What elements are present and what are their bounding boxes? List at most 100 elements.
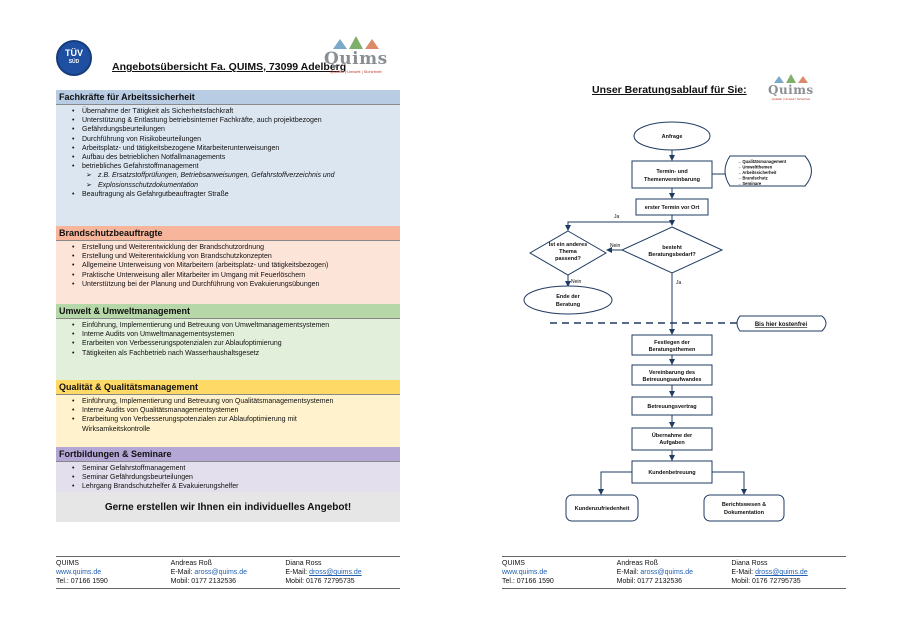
consulting-flowchart: Anfrage Termin- und Themenvereinbarung e…: [523, 121, 827, 522]
step-label: Aufgaben: [659, 440, 685, 446]
list-item: Interne Audits von Umweltmanagementsyste…: [72, 330, 396, 339]
end-label-2: Beratung: [556, 302, 580, 308]
outcome-left-label: Kundenzufriedenheit: [575, 506, 630, 512]
sub-list-item: z.B. Ersatzstoffprüfungen, Betriebsanwei…: [72, 171, 396, 180]
theme-item: → Arbeitssicherheit: [737, 170, 777, 175]
no-label: Nein: [610, 243, 621, 249]
contact-name: Diana Ross: [285, 560, 322, 567]
list-item: Unterstützung bei der Planung und Durchf…: [72, 280, 396, 289]
theme-item: → Umweltthemen: [737, 165, 773, 170]
list-item: Übernahme der Tätigkeit als Sicherheitsf…: [72, 107, 396, 116]
step-label: Betreuungsaufwandes: [643, 377, 702, 383]
outcome-right-label-1: Berichtswesen &: [722, 502, 766, 508]
appointment-label-1: Termin- und: [656, 169, 687, 175]
list-item: Interne Audits von Qualitätsmanagementsy…: [72, 406, 396, 415]
theme-item: → Brandschutz: [737, 176, 768, 181]
section-heading: Umwelt & Umweltmanagement: [56, 304, 400, 319]
list-item: Praktische Unterweisung aller Mitarbeite…: [72, 271, 396, 280]
list-item: Gefährdungsbeurteilungen: [72, 125, 396, 134]
email-link[interactable]: dross@quims.de: [755, 569, 808, 576]
free-label: Bis hier kostenfrei: [755, 322, 808, 328]
section-heading: Qualität & Qualitätsmanagement: [56, 380, 400, 395]
step-label: Betreuungsvertrag: [647, 404, 696, 410]
closing-statement: Gerne erstellen wir Ihnen ein individuel…: [56, 492, 400, 522]
list-item: betriebliches Gefahrstoffmanagement: [72, 162, 396, 171]
website-link[interactable]: www.quims.de: [56, 569, 102, 576]
decision-other-label-1: Ist ein anderes: [549, 242, 588, 248]
list-item: Allgemeine Unterweisung von Mitarbeitern…: [72, 261, 396, 270]
email-link[interactable]: aross@quims.de: [640, 569, 694, 576]
decision-other-label-3: passend?: [555, 256, 581, 262]
section-heading: Brandschutzbeauftragte: [56, 226, 400, 241]
email-label: E-Mail:: [285, 569, 308, 576]
mobile: Mobil: 0176 72795735: [731, 578, 801, 585]
list-item: Erarbeiten von Verbesserungspotenzialen …: [72, 339, 396, 348]
theme-item: → Seminare: [737, 181, 762, 186]
section-list: Übernahme der Tätigkeit als Sicherheitsf…: [56, 105, 400, 226]
yes-label: Ja: [614, 214, 620, 220]
contact-name: Andreas Roß: [616, 560, 658, 567]
phone: Tel.: 07166 1590: [56, 578, 108, 585]
website-link[interactable]: www.quims.de: [502, 569, 548, 576]
theme-item: → Qualitätsmanagement: [737, 159, 787, 164]
contact-footer-right: QUIMS www.quims.de Tel.: 07166 1590 Andr…: [502, 556, 846, 589]
list-item: Einführung, Implementierung und Betreuun…: [72, 321, 396, 330]
appointment-node: [631, 160, 713, 189]
email-label: E-Mail:: [731, 569, 754, 576]
process-title: Unser Beratungsablauf für Sie:: [592, 84, 747, 96]
email-link[interactable]: aross@quims.de: [194, 569, 248, 576]
list-item: Erstellung und Weiterentwicklung der Bra…: [72, 243, 396, 252]
mobile: Mobil: 0177 2132536: [616, 578, 683, 585]
step-label: Festlegen der: [654, 340, 691, 346]
list-item: Einführung, Implementierung und Betreuun…: [72, 397, 396, 406]
end-node: [523, 285, 613, 315]
step-label: Kundenbetreuung: [648, 470, 695, 476]
section-heading: Fortbildungen & Seminare: [56, 447, 400, 462]
list-item: Unterstützung & Entlastung betriebsinter…: [72, 116, 396, 125]
list-item: Tätigkeiten als Fachbetrieb nach Wasserh…: [72, 349, 396, 358]
step-label: Vereinbarung des: [649, 370, 695, 376]
email-label: E-Mail:: [170, 569, 193, 576]
start-label: Anfrage: [662, 134, 683, 140]
email-label: E-Mail:: [616, 569, 639, 576]
list-item: Aufbau des betrieblichen Notfallmanageme…: [72, 153, 396, 162]
section-list: Einführung, Implementierung und Betreuun…: [56, 395, 400, 447]
themes-callout: [724, 155, 812, 187]
first-meeting-label: erster Termin vor Ort: [645, 205, 700, 211]
list-item: Erstellung und Weiterentwicklung von Bra…: [72, 252, 396, 261]
list-item: Seminar Gefährdungsbeurteilungen: [72, 473, 396, 482]
sub-list-item-cont: Explosionsschutzdokumentation: [72, 181, 396, 190]
contact-name: Andreas Roß: [170, 560, 212, 567]
list-item: Arbeitsplatz- und tätigkeitsbezogene Mit…: [72, 144, 396, 153]
company-name: QUIMS: [502, 560, 525, 567]
appointment-label-2: Themenvereinbarung: [644, 177, 700, 183]
quims-logo: Quims Qualität | Umwelt | Sicherheit: [768, 74, 814, 101]
list-item-cont: Wirksamkeitskontrolle: [82, 425, 151, 433]
decision-need-label-1: besteht: [662, 245, 682, 251]
offer-title: Angebotsübersicht Fa. QUIMS, 73099 Adelb…: [112, 61, 347, 73]
decision-other-label-2: Thema: [559, 249, 578, 255]
end-label-1: Ende der: [556, 294, 580, 300]
list-item: Durchführung von Risikobeurteilungen: [72, 135, 396, 144]
list-item: Seminar Gefahrstoffmanagement: [72, 464, 396, 473]
mobile: Mobil: 0177 2132536: [170, 578, 237, 585]
list-item: Lehrgang Brandschutzhelfer & Evakuierung…: [72, 482, 396, 491]
phone: Tel.: 07166 1590: [502, 578, 554, 585]
contact-footer-left: QUIMS www.quims.de Tel.: 07166 1590 Andr…: [56, 556, 400, 589]
decision-need-label-2: Beratungsbedarf?: [648, 252, 696, 258]
section-heading: Fachkräfte für Arbeitssicherheit: [56, 90, 400, 105]
list-item: Erarbeitung von Verbesserungspotenzialen…: [72, 415, 396, 424]
step-label: Übernahme der: [652, 432, 693, 439]
email-link[interactable]: dross@quims.de: [309, 569, 362, 576]
yes-label: Ja: [676, 280, 682, 286]
section-list: Seminar Gefahrstoffmanagement Seminar Ge…: [56, 462, 400, 492]
quims-logo: Quims Qualität | Umwelt | Sicherheit: [324, 36, 388, 74]
section-list: Erstellung und Weiterentwicklung der Bra…: [56, 241, 400, 304]
mobile: Mobil: 0176 72795735: [285, 578, 355, 585]
service-overview: Fachkräfte für Arbeitssicherheit Übernah…: [56, 90, 400, 522]
company-name: QUIMS: [56, 560, 79, 567]
list-item: Beauftragung als Gefahrgutbeauftragter S…: [72, 190, 396, 199]
free-callout: [736, 315, 827, 332]
section-list: Einführung, Implementierung und Betreuun…: [56, 319, 400, 380]
